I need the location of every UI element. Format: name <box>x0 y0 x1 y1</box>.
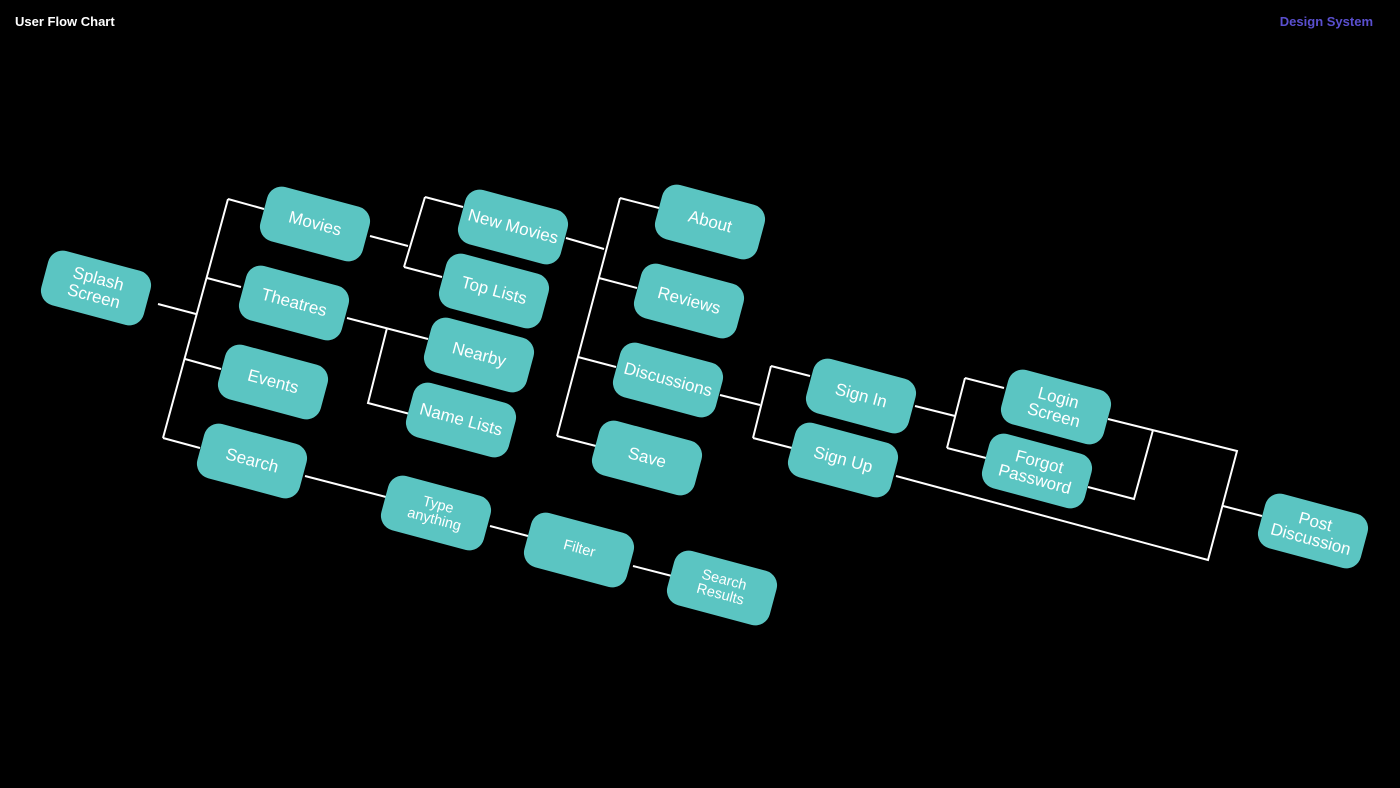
connector-filter-results <box>632 565 673 577</box>
connector-discussions <box>577 356 617 368</box>
connector-reviews <box>598 277 638 289</box>
connector-top-lists <box>403 266 443 278</box>
connector-search-type <box>304 475 387 498</box>
connector-sign-in-out <box>914 405 956 417</box>
design-system-link[interactable]: Design System <box>1279 14 1373 29</box>
connector-save <box>556 435 597 447</box>
bus-movies <box>403 196 426 268</box>
bus-auth <box>752 365 772 439</box>
connector-type-filter <box>489 525 529 537</box>
connector-sign-in <box>770 365 811 377</box>
page-title: User Flow Chart <box>15 14 115 29</box>
connector-movies <box>227 198 265 210</box>
connector-login-out <box>895 418 1239 562</box>
connector-forgot-merge <box>1087 429 1154 501</box>
connector-new-movies-out <box>565 237 605 250</box>
connector-forgot <box>946 447 987 459</box>
connector-splash <box>157 303 197 315</box>
connector-search <box>162 437 201 449</box>
connector-movies-out <box>369 235 409 247</box>
bus-theatres <box>366 327 411 415</box>
connector-about <box>619 197 660 209</box>
connector-events <box>184 358 222 370</box>
connector-post-discussion <box>1222 505 1263 517</box>
connector-theatres <box>206 277 242 288</box>
connector-new-movies <box>424 196 464 208</box>
connector-login <box>964 377 1005 389</box>
connector-discussions-out <box>719 394 761 406</box>
bus-level-3 <box>556 197 621 437</box>
bus-login <box>946 377 966 449</box>
bus-level-1 <box>162 198 229 439</box>
connector-sign-up <box>752 437 793 449</box>
